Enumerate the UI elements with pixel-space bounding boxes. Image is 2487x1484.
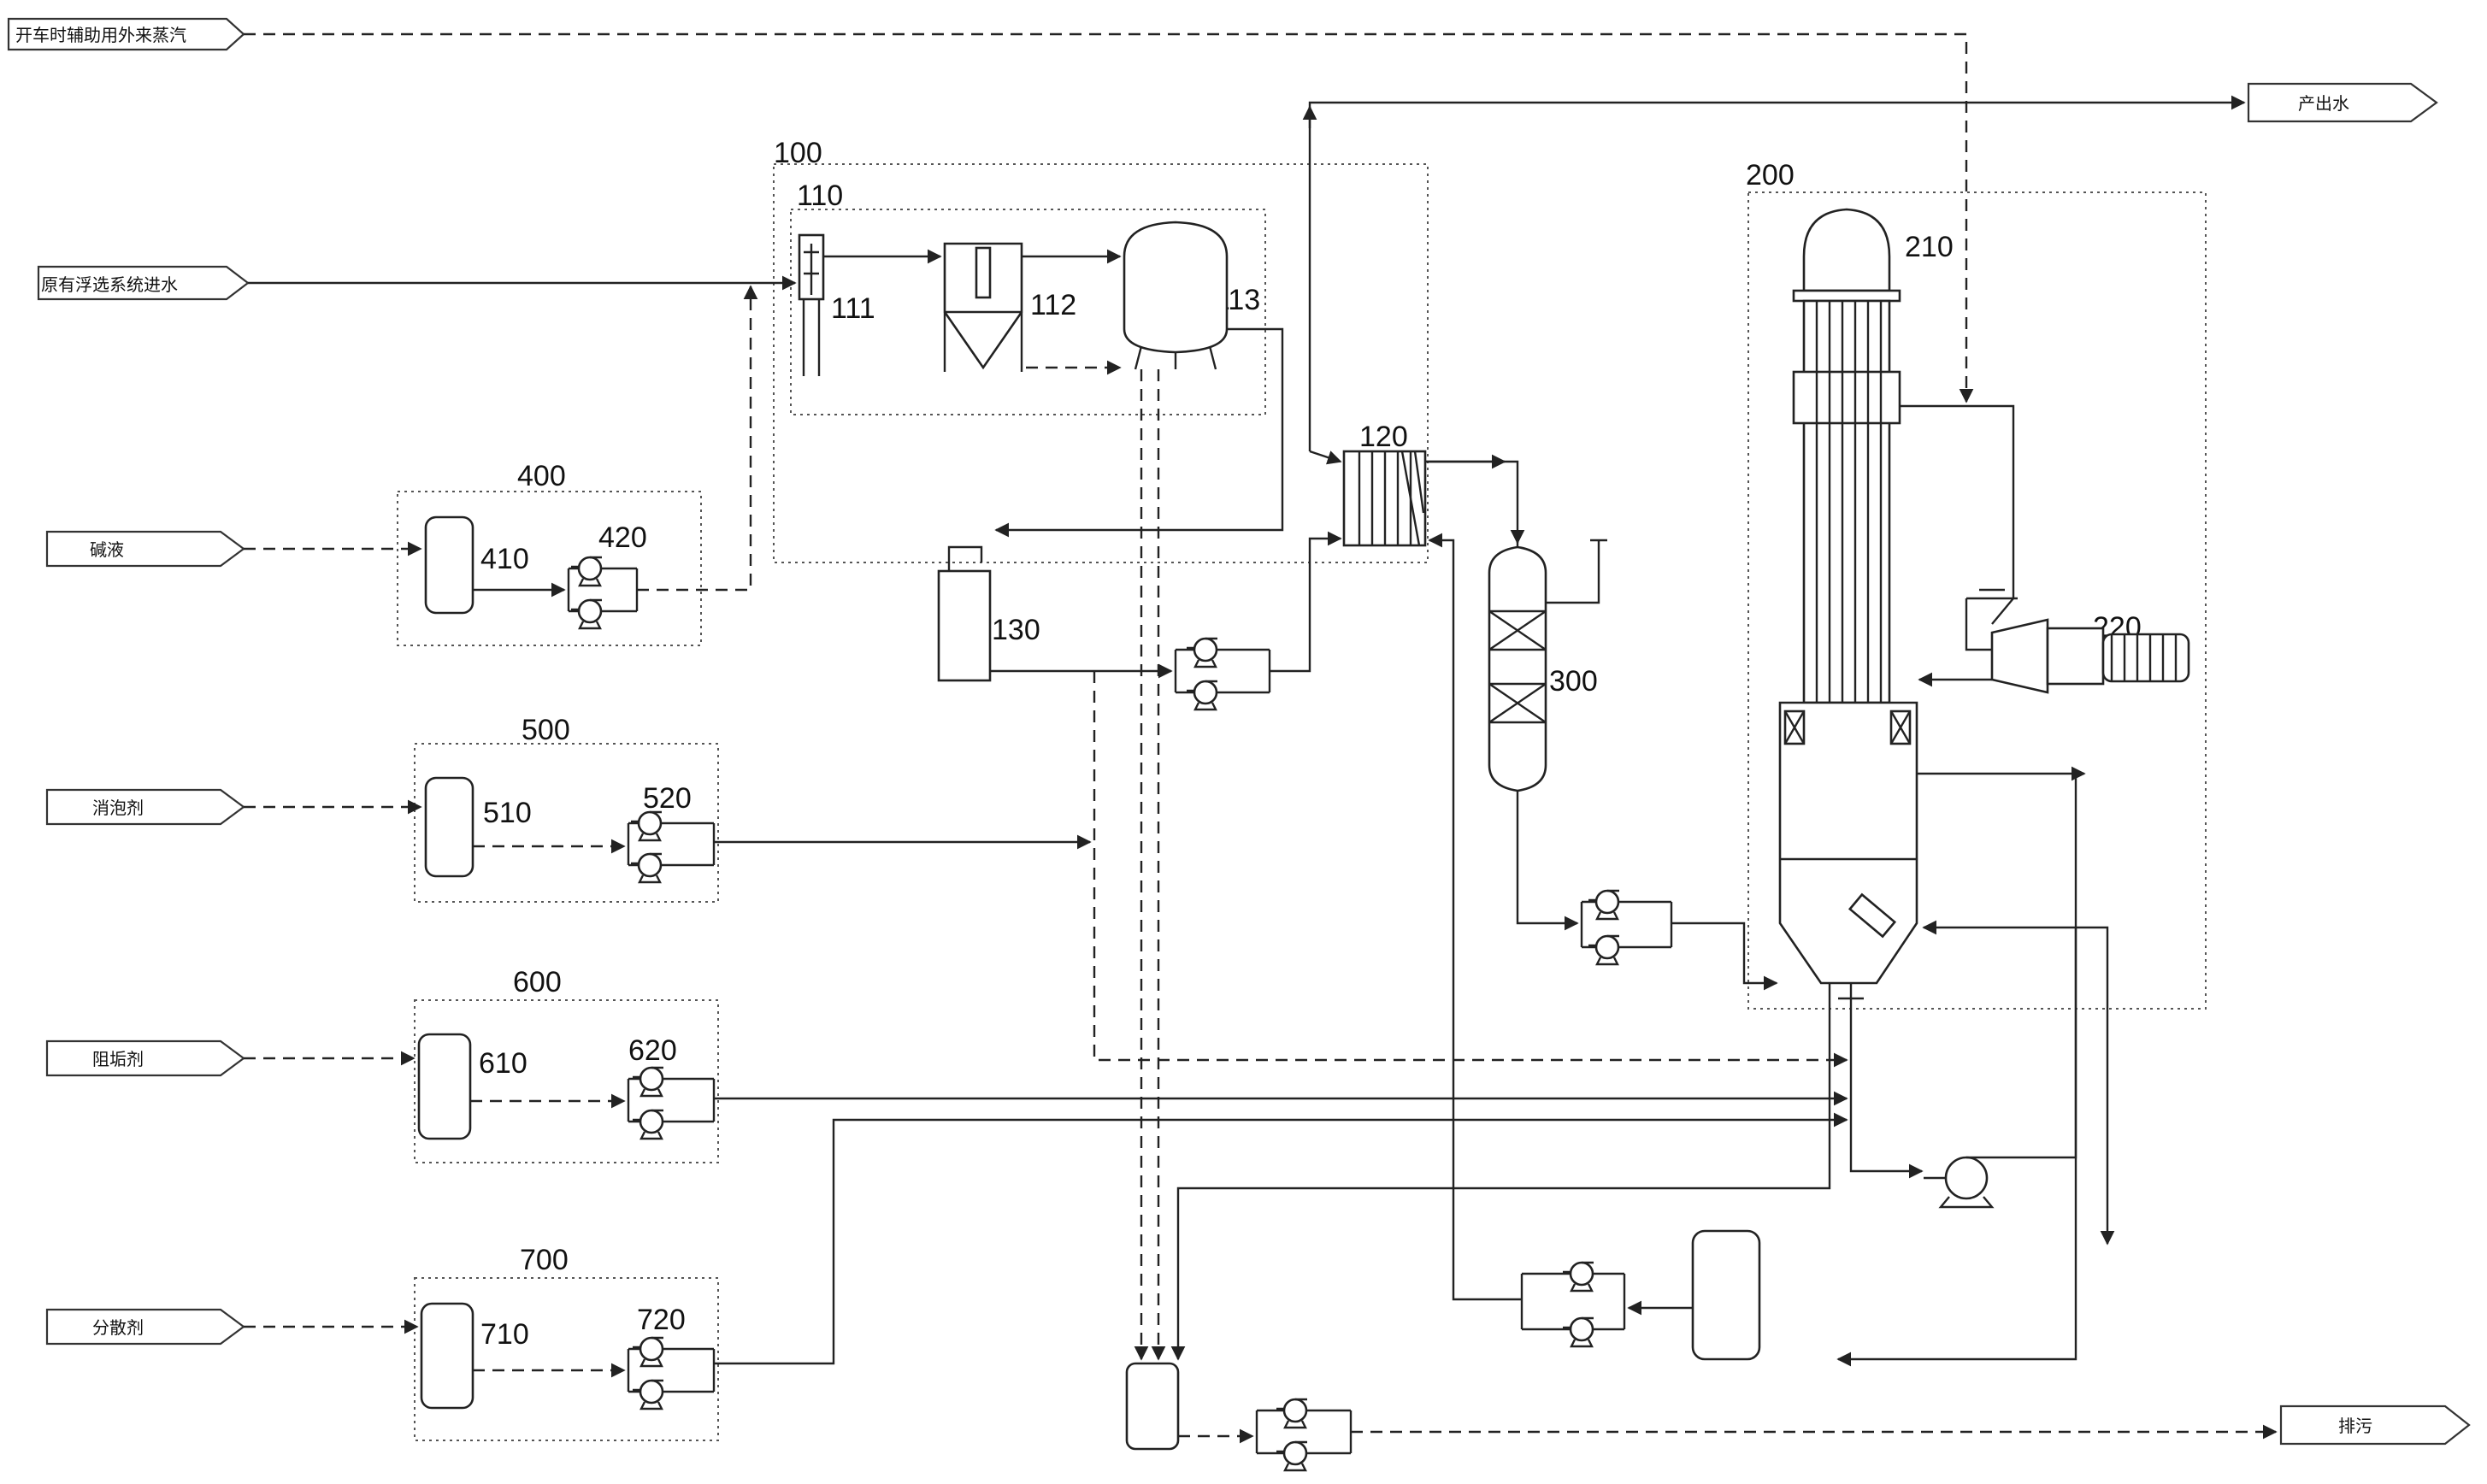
pipe-product-water [1308,95,2246,451]
equipment-111-mixer [798,233,825,376]
label-700: 700 [520,1244,569,1276]
label-610: 610 [479,1047,527,1080]
label-420: 420 [598,521,647,554]
pipe-circulation [1849,998,1924,1179]
pipe-113-130 [994,327,1284,538]
stream-tag-scale-inhibitor: 阻垢剂 [45,1039,245,1077]
equipment-112-settler [943,242,1023,372]
stream-tag-blowdown: 排污 [2279,1404,2471,1446]
label-510: 510 [483,797,532,829]
label-200: 200 [1746,159,1795,191]
label-400: 400 [517,460,566,492]
label-720: 720 [637,1304,686,1336]
stream-tag-label: 排污 [2338,1416,2372,1436]
equipment-410-tank [424,515,474,615]
pump-pair-520 [627,810,716,884]
equipment-blowdown-tank [1125,1362,1180,1451]
stream-tag-product-water: 产出水 [2247,82,2438,123]
system-box-600 [414,999,719,1163]
pump-pair-130-feed [1174,637,1271,711]
label-500: 500 [522,714,570,746]
label-600: 600 [513,966,562,998]
equipment-130-tank [937,569,992,682]
label-300: 300 [1549,665,1598,698]
pipe-130-branch [1093,671,1848,1068]
stream-tag-feed-water: 原有浮选系统进水 [37,265,250,301]
system-box-700 [414,1277,719,1441]
pump-pair-620 [627,1066,716,1140]
equipment-200-evaporator [1778,208,1918,1000]
label-110: 110 [797,180,843,212]
stream-tag-startup-steam: 开车时辅助用外来蒸汽 [7,17,245,51]
stream-tag-dispersant: 分散剂 [45,1308,245,1346]
system-box-100 [773,163,1429,563]
pipe-startup-steam [244,32,1974,403]
label-710: 710 [480,1318,529,1351]
stream-tag-label: 产出水 [2298,93,2349,114]
label-120: 120 [1359,421,1408,453]
equipment-710-tank [420,1302,474,1410]
label-111: 111 [831,292,875,325]
equipment-120-heat-exchanger [1342,450,1427,547]
label-620: 620 [628,1034,677,1067]
stream-tag-label: 阻垢剂 [92,1049,144,1069]
pump-pair-condensate [1520,1261,1626,1348]
stream-tag-alkali: 碱液 [45,530,245,568]
pipe-concentrate-blowdown [1170,983,1831,1361]
equipment-220-compressor [1990,618,2190,694]
pump-pair-300-outlet [1580,889,1673,966]
pipe-300-outlet [1516,804,1579,931]
equipment-113-tank [1123,221,1229,370]
system-box-500 [414,743,719,903]
label-100: 100 [774,137,822,169]
stream-tag-label: 消泡剂 [92,798,144,818]
pipe-vapor-loop [1900,404,2015,625]
equipment-300-column [1488,534,1607,804]
equipment-condensate-tank [1691,1229,1761,1361]
stream-tag-defoamer: 消泡剂 [45,788,245,826]
equipment-510-tank [424,776,474,878]
pump-pair-720 [627,1336,716,1410]
system-box-400 [397,491,702,646]
label-520: 520 [643,782,692,815]
pump-pair-blowdown [1255,1398,1353,1472]
label-130: 130 [992,614,1040,646]
stream-tag-label: 开车时辅助用外来蒸汽 [15,25,186,45]
stream-tag-label: 碱液 [90,539,124,560]
pipe-130-inlet [947,545,983,571]
label-112: 112 [1030,289,1076,321]
label-210: 210 [1905,231,1954,263]
pump-pair-420 [567,556,639,630]
label-410: 410 [480,543,529,575]
stream-tag-label: 分散剂 [92,1317,144,1338]
system-box-110 [790,209,1266,415]
pipe-120-300 [1425,460,1525,545]
equipment-circulation-pump [1924,1156,1995,1209]
stream-tag-label: 原有浮选系统进水 [41,274,178,295]
equipment-610-tank [417,1033,472,1140]
